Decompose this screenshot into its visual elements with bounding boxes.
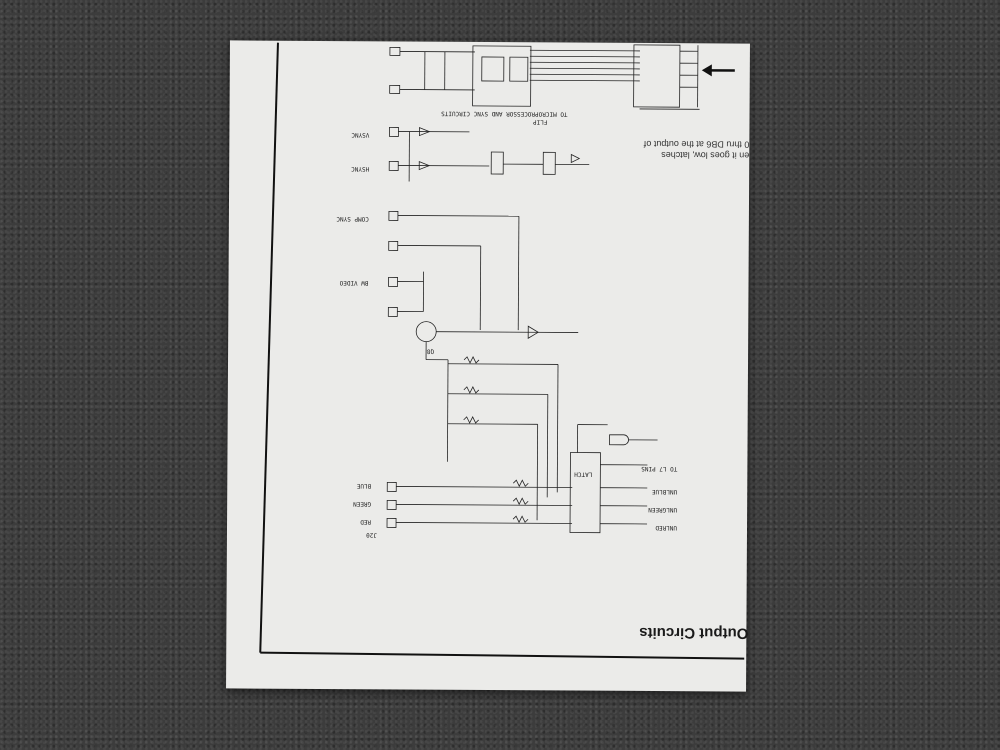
unlblue-label: UNLBLUE [652,488,678,495]
manual-page: TO MICROPROCESSOR AND SYNC CIRCUITS FLIP… [226,40,750,692]
to-l7-label: TO L7 PINS [641,465,678,472]
green-label: GREEN [353,500,371,507]
note-line-2: 0 thru DB6 at the output of [643,138,750,150]
rgb-outputs [386,424,658,534]
top-connector-circuit [389,44,700,110]
section-title: Output Circuits [639,623,749,642]
resistor-ladder [447,356,559,521]
transistor-label: Q8 [426,348,434,355]
comp-sync-circuit [387,210,579,361]
unlgreen-label: UNLGREEN [648,506,677,513]
red-label: RED [360,518,371,525]
comp-sync-label: COMP SYNC [336,215,369,222]
to-microprocessor-label: TO MICROPROCESSOR AND SYNC CIRCUITS [441,110,568,118]
left-arrow-icon [701,64,735,77]
note-text: en it goes low, latches 0 thru DB6 at th… [639,138,750,161]
note-line-1: en it goes low, latches [661,150,750,161]
sync-circuit [388,126,590,182]
connector-label: J20 [366,531,377,538]
vsync-label: VSYNC [351,131,369,138]
blue-label: BLUE [356,482,371,489]
unlred-label: UNLRED [655,524,677,531]
bw-video-label: BW VIDEO [339,279,368,286]
schematic-diagram: TO MICROPROCESSOR AND SYNC CIRCUITS FLIP… [259,42,745,660]
flip-label: FLIP [533,118,548,125]
hsync-label: HSYNC [351,165,369,172]
latch-label: LATCH [574,471,592,478]
